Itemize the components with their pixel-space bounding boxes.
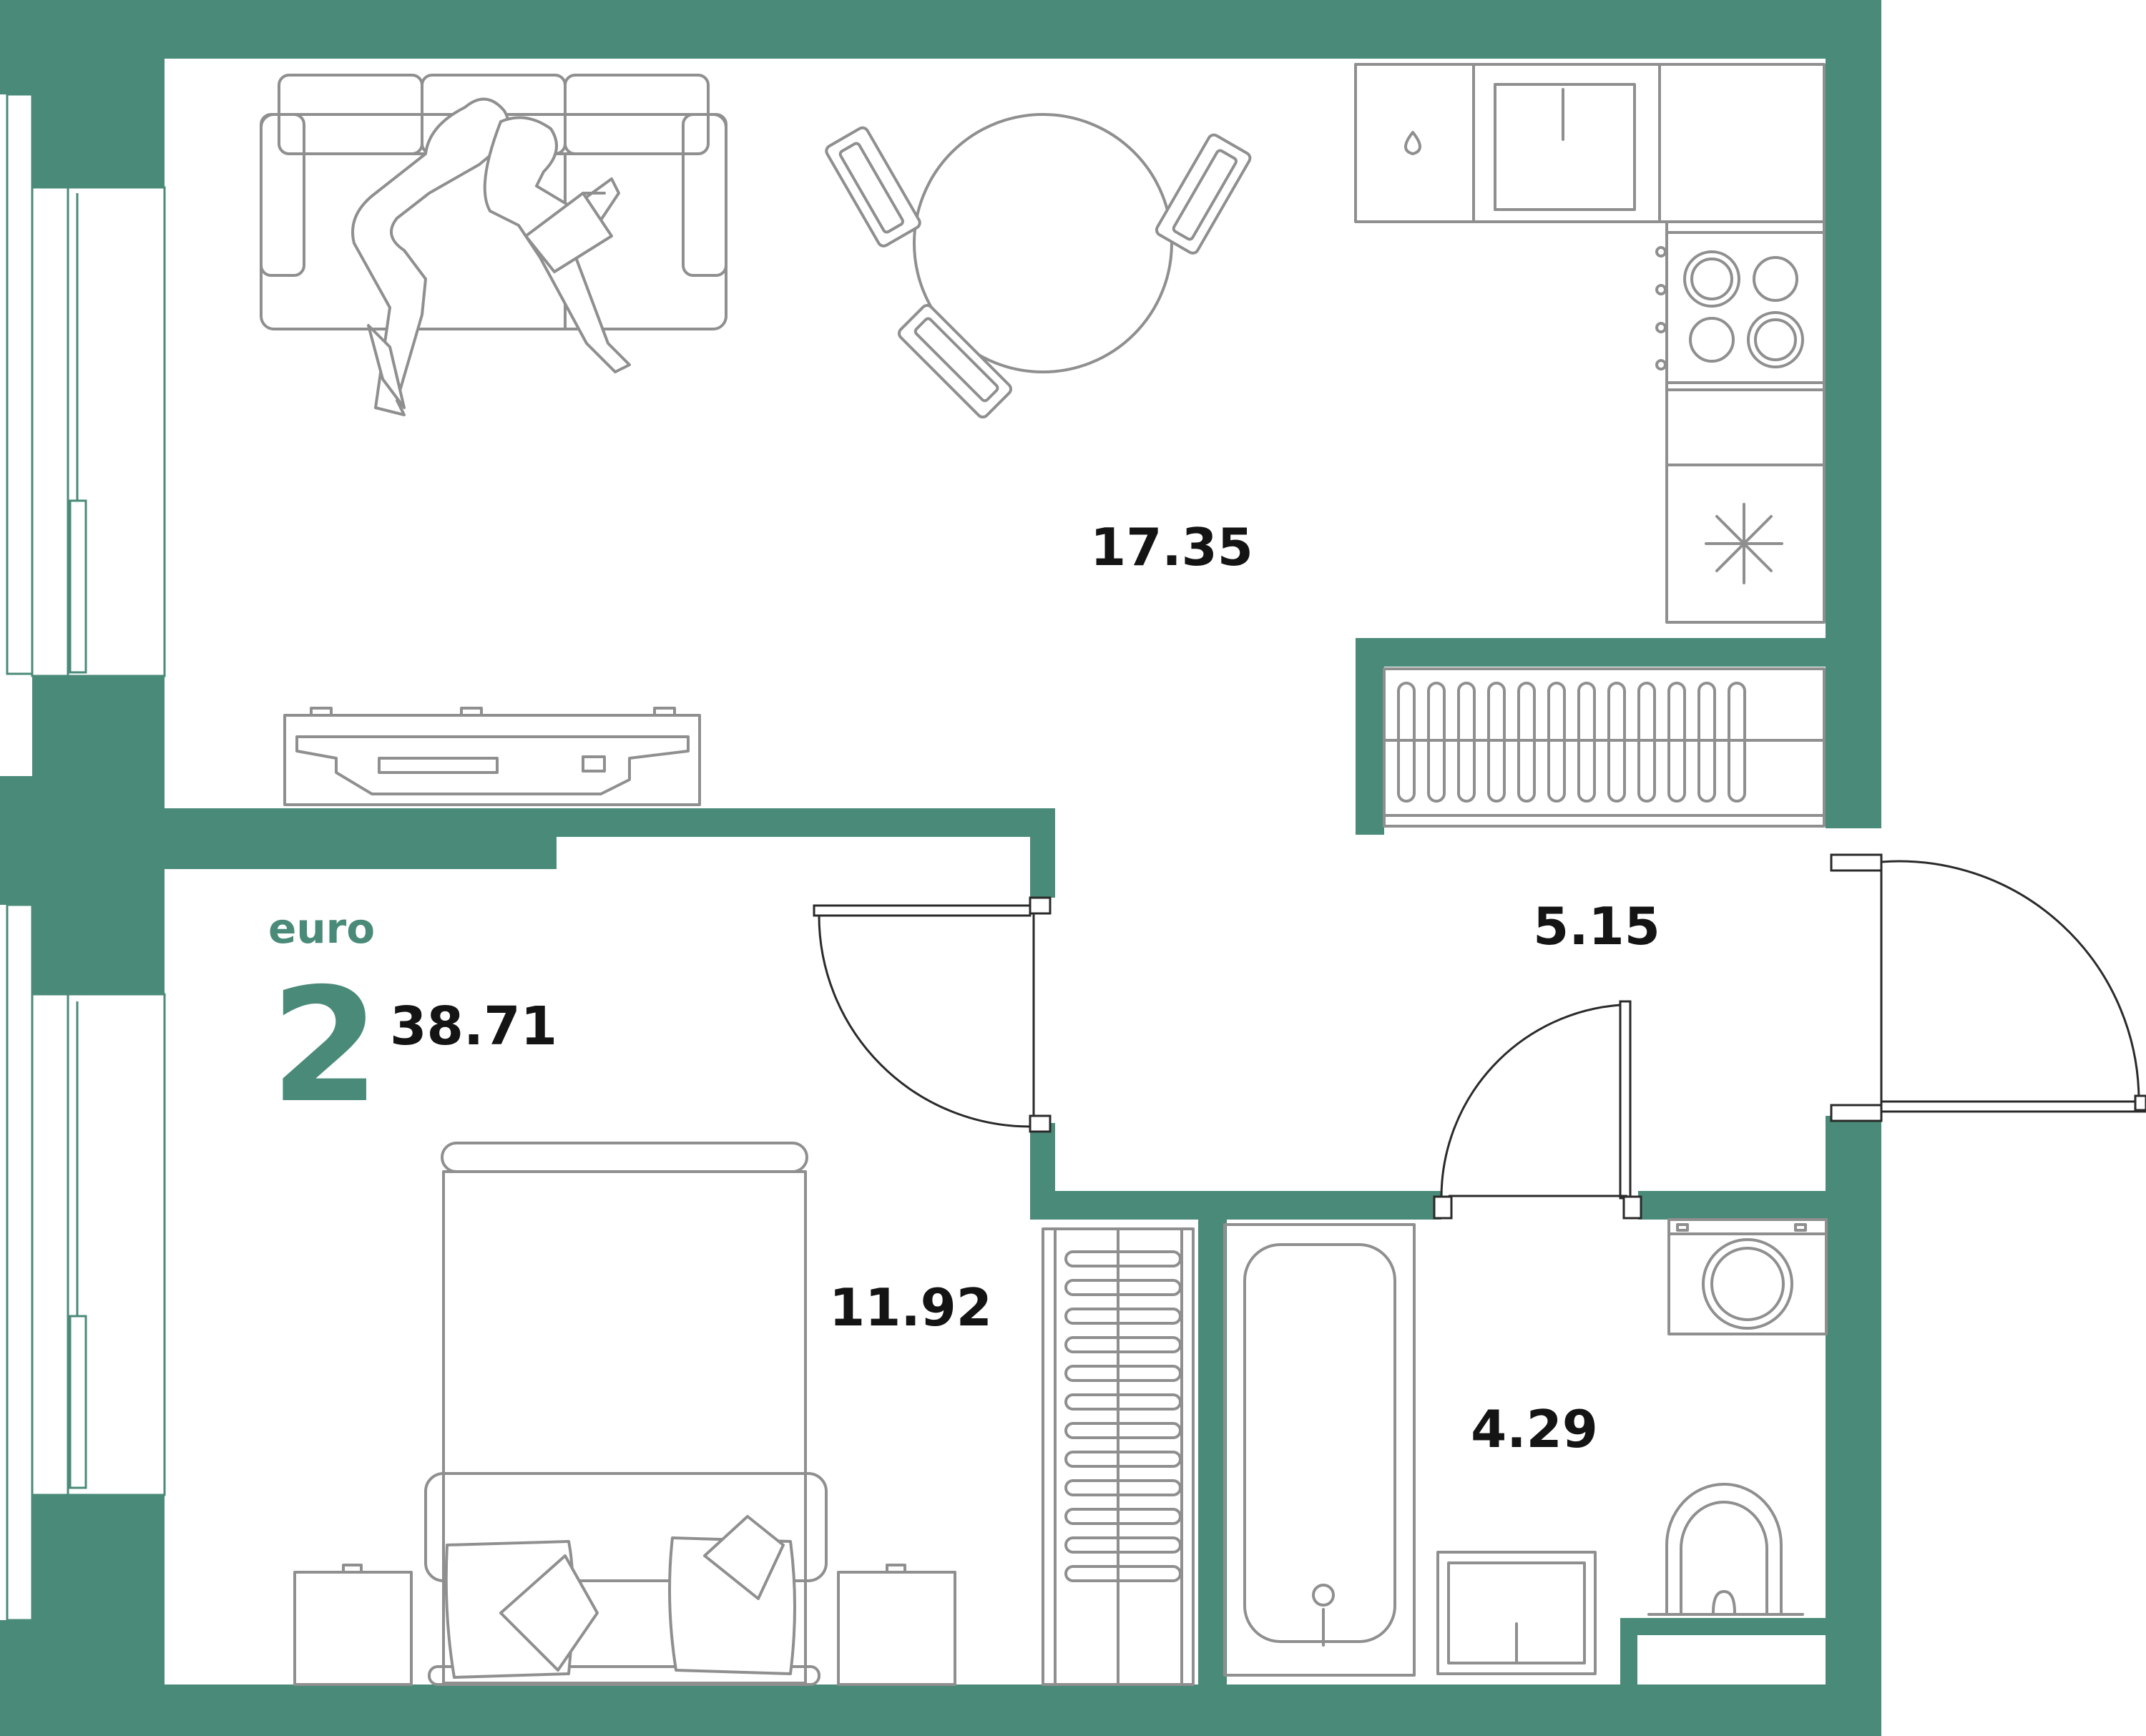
washbasin-icon: [1436, 1551, 1597, 1675]
nightstand-icon: [837, 1564, 956, 1686]
floor-living-right: [1384, 59, 1826, 638]
wall-left-edge-a: [0, 0, 32, 94]
fridge-snowflake-icon: [1705, 503, 1783, 584]
toilet-icon: [1647, 1483, 1804, 1616]
wall-bath-niche-o: [1620, 1618, 1826, 1635]
wall-living-bedroom-thick-o: [165, 808, 557, 869]
dining-table-icon: [825, 113, 1252, 419]
room-area-bedroom: 11.92: [829, 1278, 992, 1338]
total-area: 38.71: [390, 996, 557, 1057]
floor-hall: [1055, 808, 1826, 1191]
walls-overlay: [165, 638, 1826, 1684]
floor-toilet-niche: [1637, 1635, 1826, 1684]
door-icon[interactable]: [813, 896, 1052, 1133]
floor-bedroom: [165, 869, 1030, 1684]
wall-left-top: [32, 0, 165, 187]
floor-bedroom-b: [557, 837, 1030, 869]
pillow-icon: [444, 1515, 796, 1679]
room-area-kitchen-living: 17.35: [1090, 517, 1253, 577]
room-area-bathroom: 4.29: [1471, 1399, 1598, 1459]
wall-left-edge-b: [0, 776, 32, 905]
window-icon: [6, 903, 166, 1622]
apartment-type-label: euro: [268, 904, 375, 953]
room-area-hallway: 5.15: [1533, 896, 1660, 956]
wall-top: [32, 0, 1881, 59]
door-icon[interactable]: [1830, 853, 2146, 1122]
bathtub-icon: [1223, 1223, 1416, 1677]
room-count: 2: [270, 954, 380, 1137]
nightstand-icon: [293, 1564, 413, 1686]
tv-stand-icon: [283, 707, 701, 806]
bed-icon: [424, 1142, 828, 1686]
kitchen-counter-lower: [1665, 220, 1826, 624]
floor-hall-b: [1055, 835, 1356, 863]
people-icon: [351, 97, 631, 416]
washing-machine-icon: [1667, 1218, 1828, 1335]
wall-niche-left-o: [1356, 638, 1384, 835]
kitchen-counter: [1354, 63, 1826, 223]
window-icon: [6, 93, 166, 677]
wall-hall-bottom: [1030, 1191, 1441, 1220]
wall-right-upper: [1826, 0, 1881, 828]
wall-bottom: [32, 1684, 1881, 1736]
wardrobe-icon: [1042, 1227, 1195, 1686]
wall-left-mid: [32, 676, 165, 994]
wardrobe-icon: [1383, 667, 1826, 828]
wall-left-bottom: [32, 1495, 165, 1736]
wall-bedroom-bath: [1198, 1191, 1227, 1684]
faucet-icon: [1404, 131, 1421, 155]
wall-left-edge-c: [0, 1620, 32, 1736]
wall-bath-niche-side-o: [1620, 1618, 1637, 1684]
wall-niche-top-o: [1356, 638, 1826, 667]
walls: [0, 0, 1881, 1736]
wall-hall-bottom-right: [1638, 1191, 1881, 1220]
door-icon[interactable]: [1433, 1000, 1642, 1220]
